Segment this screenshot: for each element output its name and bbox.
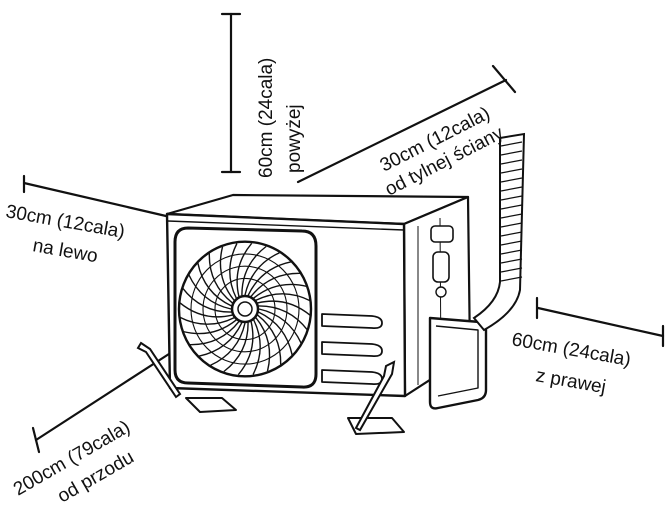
fan [177, 240, 313, 378]
anchor-bolts [136, 341, 396, 432]
right-clearance-caption: z prawej [534, 365, 607, 398]
side-louvers [321, 313, 383, 386]
right-clearance-value: 60cm (24cala) [510, 329, 632, 371]
left-clearance-value: 30cm (12cala) [4, 201, 126, 243]
top-clearance-caption: powyżej [284, 104, 305, 173]
front-clearance-line [34, 350, 174, 442]
left-clearance-caption: na lewo [31, 235, 99, 267]
left-clearance-line [22, 181, 168, 218]
service-valve [432, 251, 450, 283]
back-clearance-line [296, 78, 508, 184]
anchor-bolt-right [354, 360, 396, 432]
outdoor-unit [165, 193, 488, 435]
unit-foot-left [185, 397, 237, 413]
service-valve-top [430, 225, 454, 243]
top-clearance-value: 60cm (24cala) [256, 58, 277, 178]
dimension-lines [22, 12, 665, 454]
anchor-bolt-left [136, 341, 182, 399]
refrigerant-pipes [472, 132, 526, 332]
pipe-conduit [472, 132, 526, 332]
right-clearance-line [536, 306, 665, 338]
